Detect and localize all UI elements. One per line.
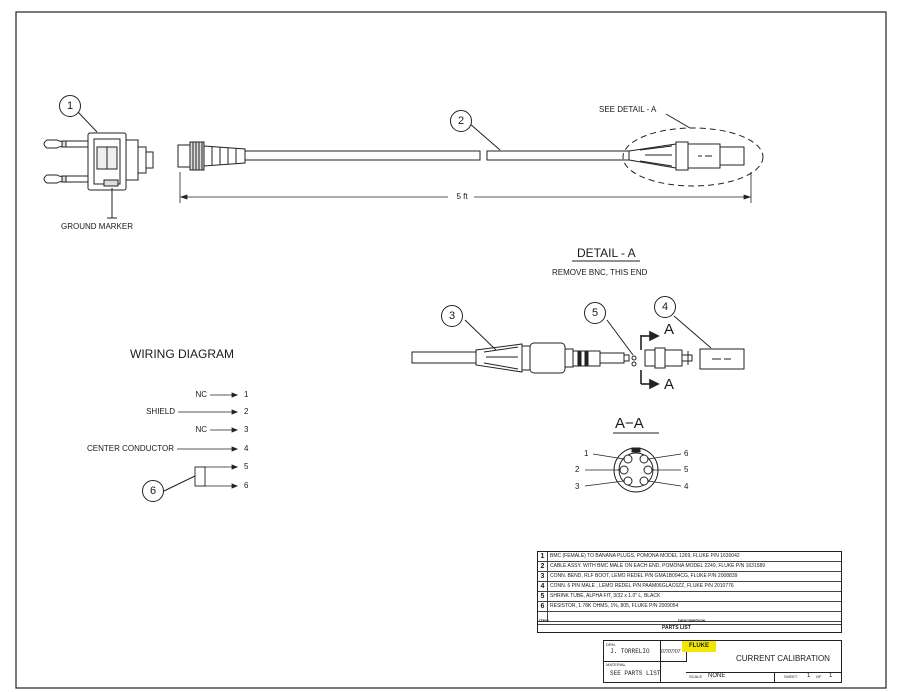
part-number: 1 xyxy=(538,552,548,561)
balloon-6: 6 xyxy=(142,480,164,502)
balloon-6-leader xyxy=(163,475,196,492)
parts-list-caption: PARTS LIST xyxy=(662,625,691,631)
wiring-pin-4: 4 xyxy=(244,444,249,453)
length-label: 5 ft xyxy=(456,192,468,201)
wiring-pin-6: 6 xyxy=(244,481,249,490)
part-description: CABLE ASSY. WITH BMC MALE ON EACH END, P… xyxy=(550,563,766,569)
part-description: RESISTOR, 1.78K OHMS, 1%, 805, FLUKE P/N… xyxy=(550,603,679,609)
part-description: SHRINK TUBE, ALPHA FIT, 3/32 x 1.0" L, B… xyxy=(550,593,661,599)
section-pin-5: 5 xyxy=(684,465,689,474)
see-detail-label: SEE DETAIL - A xyxy=(599,105,657,114)
part-number: 6 xyxy=(538,602,548,611)
wiring-nc-1: NC xyxy=(195,390,207,399)
material-value: SEE PARTS LIST xyxy=(610,670,661,677)
parts-item-header: ITEM xyxy=(539,618,549,623)
scale-label: SCALE xyxy=(689,674,703,679)
balloon-1-leader xyxy=(77,111,98,133)
drawn-date: 07/07/07 xyxy=(661,649,681,655)
detail-a-callout xyxy=(622,127,764,187)
part-number: 3 xyxy=(538,572,548,581)
section-cut-line xyxy=(640,330,660,390)
wiring-pin-2: 2 xyxy=(244,407,249,416)
sheet-divider xyxy=(774,672,775,682)
lemo-connector-right xyxy=(628,141,745,171)
drawing-title: CURRENT CALIBRATION xyxy=(736,654,830,663)
part-description: CONN. 6 PIN MALE , LEMO REDEL P/N PAAM06… xyxy=(550,583,734,589)
drawn-label: DRN. xyxy=(606,642,616,647)
fluke-logo: FLUKE xyxy=(682,641,716,652)
balloon-3-leader xyxy=(464,319,497,351)
wiring-shield: SHIELD xyxy=(146,407,175,416)
parts-header-row: ITEM DESCRIPTION xyxy=(538,618,841,625)
balloon-1: 1 xyxy=(59,95,81,117)
bnc-plug-left xyxy=(177,141,246,171)
section-arrow-label-bottom: A xyxy=(664,376,675,393)
wiring-lines xyxy=(177,392,239,489)
balloon-5: 5 xyxy=(584,302,606,324)
banana-plug-adapter xyxy=(43,132,154,191)
balloon-2: 2 xyxy=(450,110,472,132)
material-divider xyxy=(604,661,660,662)
sheet-label: SHEET xyxy=(784,674,798,679)
parts-description-header: DESCRIPTION xyxy=(678,618,706,623)
ground-marker-label: GROUND MARKER xyxy=(61,222,134,231)
section-pin-4: 4 xyxy=(684,482,689,491)
cable xyxy=(244,150,630,161)
part-number: 2 xyxy=(538,562,548,571)
parts-row: 5 SHRINK TUBE, ALPHA FIT, 3/32 x 1.0" L,… xyxy=(538,592,841,602)
parts-row: 2 CABLE ASSY. WITH BMC MALE ON EACH END,… xyxy=(538,562,841,572)
detail-a-assembly xyxy=(411,342,745,374)
part-description: BMC (FEMALE) TO BANANA PLUGS, POMONA MOD… xyxy=(550,553,740,559)
sheet-border xyxy=(15,11,887,689)
parts-row-blank xyxy=(538,612,841,622)
section-title: A−A xyxy=(615,415,644,432)
sheet-value: 1 xyxy=(807,673,811,679)
section-a-a-view xyxy=(613,447,659,493)
parts-row: 6 RESISTOR, 1.78K OHMS, 1%, 805, FLUKE P… xyxy=(538,602,841,612)
wiring-center-conductor: CENTER CONDUCTOR xyxy=(87,444,174,453)
balloon-2-leader xyxy=(468,122,501,151)
wiring-nc-3: NC xyxy=(195,425,207,434)
section-pin-2: 2 xyxy=(575,465,580,474)
title-block: DRN. J. TORRELIO 07/07/07 MATERIAL SEE P… xyxy=(603,640,842,683)
scale-value: NONE xyxy=(708,673,726,679)
drawn-by: J. TORRELIO xyxy=(610,648,650,655)
part-number: 4 xyxy=(538,582,548,591)
wiring-pin-5: 5 xyxy=(244,462,249,471)
length-dimension xyxy=(179,172,752,203)
part-number-blank xyxy=(538,612,548,621)
parts-row: 4 CONN. 6 PIN MALE , LEMO REDEL P/N PAAM… xyxy=(538,582,841,592)
wiring-pin-1: 1 xyxy=(244,390,249,399)
balloon-5-leader xyxy=(606,319,634,356)
of-label: OF xyxy=(816,674,822,679)
detail-note: REMOVE BNC, THIS END xyxy=(552,268,648,277)
see-detail-leader xyxy=(665,113,691,129)
section-pin-6: 6 xyxy=(684,449,689,458)
parts-list-table: 1 BMC (FEMALE) TO BANANA PLUGS, POMONA M… xyxy=(537,551,842,633)
section-pin-leaders xyxy=(584,453,682,487)
material-label: MATERIAL xyxy=(606,662,626,667)
wiring-diagram-title: WIRING DIAGRAM xyxy=(130,347,234,361)
scale-divider xyxy=(686,672,841,673)
detail-title: DETAIL - A xyxy=(577,246,636,260)
balloon-4: 4 xyxy=(654,296,676,318)
part-number: 5 xyxy=(538,592,548,601)
of-value: 1 xyxy=(829,673,833,679)
section-pin-1: 1 xyxy=(584,449,589,458)
section-arrow-label-top: A xyxy=(664,321,675,338)
resistor-symbol xyxy=(194,466,206,487)
section-pin-3: 3 xyxy=(575,482,580,491)
part-description: CONN. BEND, RLF BOOT, LEMO REDEL P/N GMA… xyxy=(550,573,738,579)
balloon-4-leader xyxy=(673,315,712,349)
balloon-3: 3 xyxy=(441,305,463,327)
parts-row: 3 CONN. BEND, RLF BOOT, LEMO REDEL P/N G… xyxy=(538,572,841,582)
parts-row: 1 BMC (FEMALE) TO BANANA PLUGS, POMONA M… xyxy=(538,552,841,562)
wiring-pin-3: 3 xyxy=(244,425,249,434)
